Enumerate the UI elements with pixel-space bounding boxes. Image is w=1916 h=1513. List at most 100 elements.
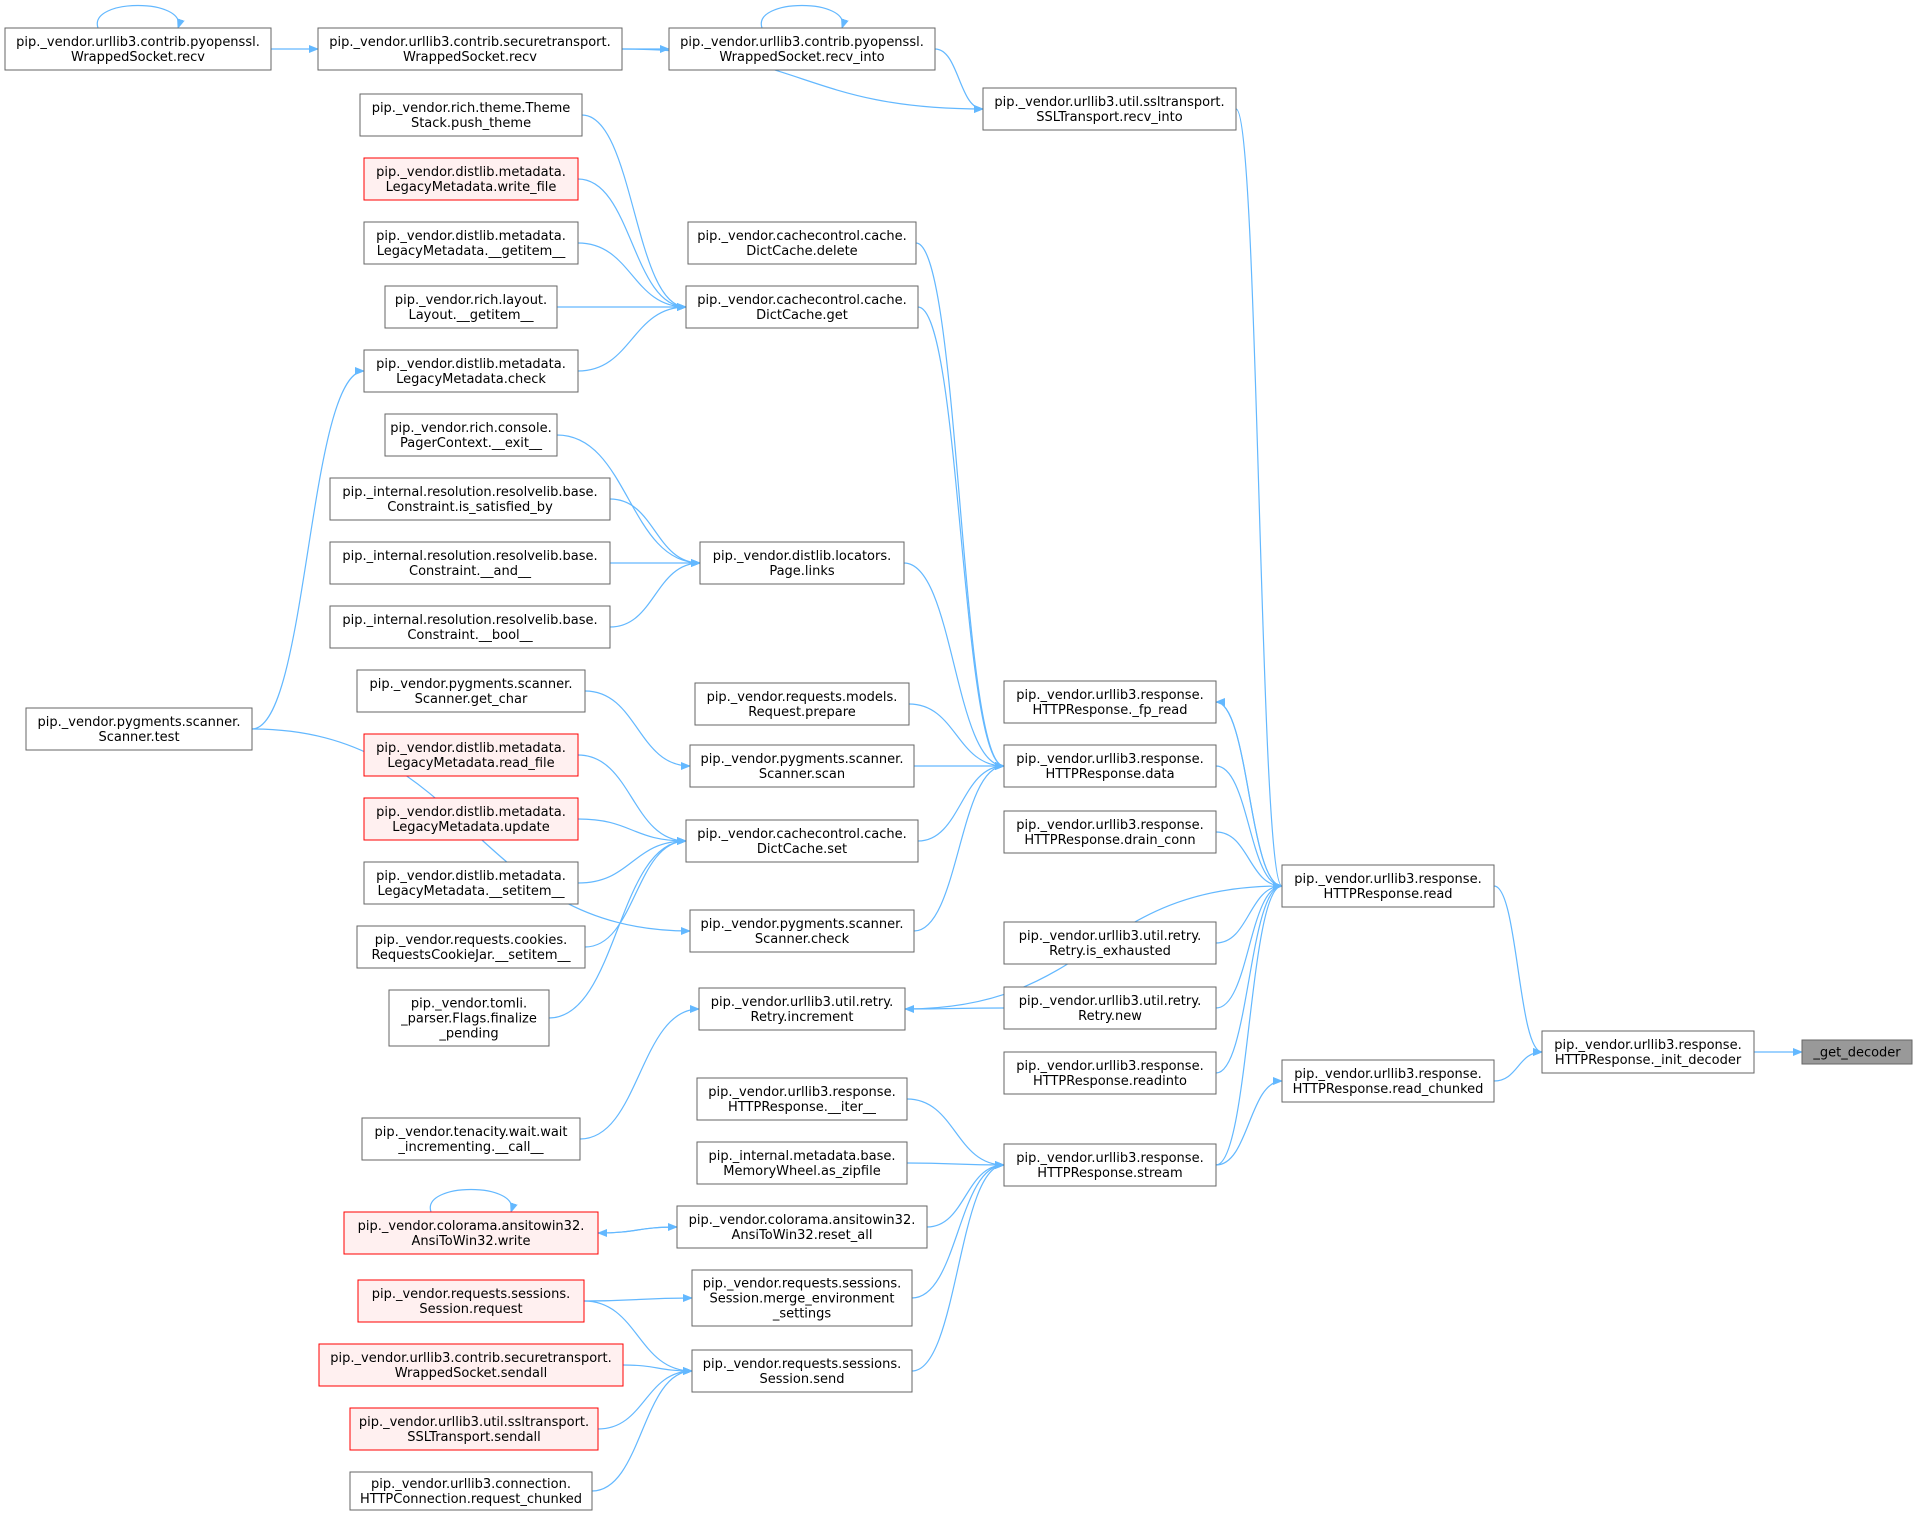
node-box	[359, 93, 583, 137]
node-label-line: pip._vendor.urllib3.response.	[1554, 1038, 1741, 1053]
node-fp-read[interactable]: pip._vendor.urllib3.response.HTTPRespons…	[1003, 680, 1217, 724]
node-flags-finalize[interactable]: pip._vendor.tomli._parser.Flags.finalize…	[388, 989, 550, 1047]
node-read-file[interactable]: pip._vendor.distlib.metadata.LegacyMetad…	[363, 733, 579, 777]
node-read-chunked[interactable]: pip._vendor.urllib3.response.HTTPRespons…	[1281, 1059, 1495, 1103]
node-label-line: WrappedSocket.recv_into	[719, 50, 884, 65]
node-label-line: pip._vendor.requests.sessions.	[703, 1277, 902, 1292]
node-wait-incrementing[interactable]: pip._vendor.tenacity.wait.wait_increment…	[361, 1117, 581, 1161]
node-box	[685, 285, 919, 329]
node-label-line: pip._vendor.urllib3.response.	[1016, 1151, 1203, 1166]
node-box	[363, 733, 579, 777]
edges-layer	[96, 5, 1803, 1492]
node-readinto[interactable]: pip._vendor.urllib3.response.HTTPRespons…	[1003, 1051, 1217, 1095]
node-retry-new[interactable]: pip._vendor.urllib3.util.retry.Retry.new	[1003, 986, 1217, 1030]
node-box	[329, 477, 611, 521]
node-setitem-meta[interactable]: pip._vendor.distlib.metadata.LegacyMetad…	[363, 861, 579, 905]
node-scanner-check[interactable]: pip._vendor.pygments.scanner.Scanner.che…	[689, 909, 915, 953]
node-label-line: pip._vendor.urllib3.util.retry.	[1019, 994, 1201, 1009]
edge-get_char-to-scanner_scan	[584, 690, 691, 770]
edge-wait_incrementing-to-retry_increment	[579, 1005, 700, 1140]
edge-ssltransport_sendall-to-session_send	[597, 1367, 693, 1430]
node-cookiejar-setitem[interactable]: pip._vendor.requests.cookies.RequestsCoo…	[356, 925, 586, 969]
node-label-line: _pending	[438, 1027, 498, 1042]
node-get-char[interactable]: pip._vendor.pygments.scanner.Scanner.get…	[356, 669, 586, 713]
node-read[interactable]: pip._vendor.urllib3.response.HTTPRespons…	[1281, 864, 1495, 908]
node-scanner-scan[interactable]: pip._vendor.pygments.scanner.Scanner.sca…	[689, 744, 915, 788]
node-label-line: pip._vendor.urllib3.connection.	[371, 1477, 571, 1492]
edge-write_file-to-dictcache_get	[577, 178, 687, 311]
node-get-decoder[interactable]: _get_decoder	[1801, 1039, 1913, 1065]
edge-constraint_bool-to-page_links	[609, 559, 701, 628]
node-label-line: pip._vendor.urllib3.response.	[1016, 688, 1203, 703]
node-page-links[interactable]: pip._vendor.distlib.locators.Page.links	[699, 541, 905, 585]
node-meta-update[interactable]: pip._vendor.distlib.metadata.LegacyMetad…	[363, 797, 579, 841]
node-sectrans-recv[interactable]: pip._vendor.urllib3.contrib.securetransp…	[317, 27, 623, 71]
node-is-satisfied-by[interactable]: pip._internal.resolution.resolvelib.base…	[329, 477, 611, 521]
node-label-line: Scanner.get_char	[415, 692, 528, 707]
node-dictcache-get[interactable]: pip._vendor.cachecontrol.cache.DictCache…	[685, 285, 919, 329]
node-scanner-test[interactable]: pip._vendor.pygments.scanner.Scanner.tes…	[25, 707, 253, 751]
node-push-theme[interactable]: pip._vendor.rich.theme.ThemeStack.push_t…	[359, 93, 583, 137]
node-box	[363, 861, 579, 905]
node-label-line: pip._vendor.urllib3.util.ssltransport.	[359, 1415, 589, 1430]
node-constraint-and[interactable]: pip._internal.resolution.resolvelib.base…	[329, 541, 611, 585]
node-label-line: Retry.increment	[751, 1010, 854, 1025]
node-getitem-meta[interactable]: pip._vendor.distlib.metadata.LegacyMetad…	[363, 221, 579, 265]
node-drain-conn[interactable]: pip._vendor.urllib3.response.HTTPRespons…	[1003, 810, 1217, 854]
edge-retry_new-to-read	[1215, 882, 1283, 1009]
node-box	[691, 1349, 913, 1393]
edge-dictcache_get-to-data	[917, 306, 1005, 770]
node-label-line: WrappedSocket.sendall	[395, 1366, 547, 1381]
node-init-decoder[interactable]: pip._vendor.urllib3.response.HTTPRespons…	[1541, 1030, 1755, 1074]
node-label-line: pip._vendor.rich.layout.	[395, 293, 547, 308]
node-dictcache-set[interactable]: pip._vendor.cachecontrol.cache.DictCache…	[685, 819, 919, 863]
node-request-prepare[interactable]: pip._vendor.requests.models.Request.prep…	[694, 682, 910, 726]
node-is-exhausted[interactable]: pip._vendor.urllib3.util.retry.Retry.is_…	[1003, 921, 1217, 965]
node-meta-check[interactable]: pip._vendor.distlib.metadata.LegacyMetad…	[363, 349, 579, 393]
node-label-line: AnsiToWin32.write	[412, 1234, 531, 1249]
node-box	[696, 1077, 908, 1121]
node-as-zipfile[interactable]: pip._internal.metadata.base.MemoryWheel.…	[696, 1141, 908, 1185]
node-label-line: pip._vendor.urllib3.response.	[1016, 1059, 1203, 1074]
edge-merge_env-to-stream	[911, 1161, 1005, 1299]
edge-pager_exit-to-page_links	[556, 434, 701, 567]
edge-stream-to-read	[1215, 882, 1283, 1166]
edge-dictcache_delete-to-data	[915, 242, 1005, 770]
node-pager-exit[interactable]: pip._vendor.rich.console.PagerContext.__…	[384, 413, 558, 457]
node-iter[interactable]: pip._vendor.urllib3.response.HTTPRespons…	[696, 1077, 908, 1121]
node-constraint-bool[interactable]: pip._internal.resolution.resolvelib.base…	[329, 605, 611, 649]
node-pyopenssl-recv[interactable]: pip._vendor.urllib3.contrib.pyopenssl.Wr…	[4, 27, 272, 71]
node-data[interactable]: pip._vendor.urllib3.response.HTTPRespons…	[1003, 744, 1217, 788]
node-stream[interactable]: pip._vendor.urllib3.response.HTTPRespons…	[1003, 1143, 1217, 1187]
node-request-chunked[interactable]: pip._vendor.urllib3.connection.HTTPConne…	[349, 1471, 593, 1511]
node-session-request[interactable]: pip._vendor.requests.sessions.Session.re…	[357, 1279, 585, 1323]
node-retry-increment[interactable]: pip._vendor.urllib3.util.retry.Retry.inc…	[698, 987, 906, 1031]
node-label-line: pip._vendor.urllib3.util.retry.	[1019, 929, 1201, 944]
node-label-line: LegacyMetadata.update	[392, 820, 550, 835]
node-box	[388, 989, 550, 1047]
node-label-line: pip._vendor.distlib.metadata.	[376, 357, 566, 372]
node-label-line: PagerContext.__exit__	[400, 436, 543, 451]
node-layout-getitem[interactable]: pip._vendor.rich.layout.Layout.__getitem…	[384, 285, 558, 329]
node-ssltransport-sendall[interactable]: pip._vendor.urllib3.util.ssltransport.SS…	[349, 1407, 599, 1451]
node-label-line: pip._vendor.tomli.	[411, 997, 527, 1012]
node-write-file[interactable]: pip._vendor.distlib.metadata.LegacyMetad…	[363, 157, 579, 201]
node-reset-all[interactable]: pip._vendor.colorama.ansitowin32.AnsiToW…	[676, 1205, 928, 1249]
node-label-line: pip._internal.resolution.resolvelib.base…	[342, 485, 597, 500]
node-box	[691, 1269, 913, 1327]
node-sectrans-sendall[interactable]: pip._vendor.urllib3.contrib.securetransp…	[318, 1343, 624, 1387]
edge-is_satisfied_by-to-page_links	[609, 498, 701, 567]
node-merge-env[interactable]: pip._vendor.requests.sessions.Session.me…	[691, 1269, 913, 1327]
node-pyopenssl-recv-into[interactable]: pip._vendor.urllib3.contrib.pyopenssl.Wr…	[668, 27, 936, 71]
edge-stream-to-read_chunked	[1215, 1077, 1283, 1166]
node-box	[343, 1211, 599, 1255]
node-session-send[interactable]: pip._vendor.requests.sessions.Session.se…	[691, 1349, 913, 1393]
node-label-line: HTTPResponse.read	[1323, 887, 1452, 902]
node-label-line: Session.send	[760, 1372, 845, 1387]
node-box	[1003, 986, 1217, 1030]
node-ansi-write[interactable]: pip._vendor.colorama.ansitowin32.AnsiToW…	[343, 1211, 599, 1255]
node-label-line: pip._vendor.urllib3.contrib.securetransp…	[329, 35, 610, 50]
node-recv-into-ssl[interactable]: pip._vendor.urllib3.util.ssltransport.SS…	[982, 87, 1237, 131]
node-dictcache-delete[interactable]: pip._vendor.cachecontrol.cache.DictCache…	[687, 221, 917, 265]
